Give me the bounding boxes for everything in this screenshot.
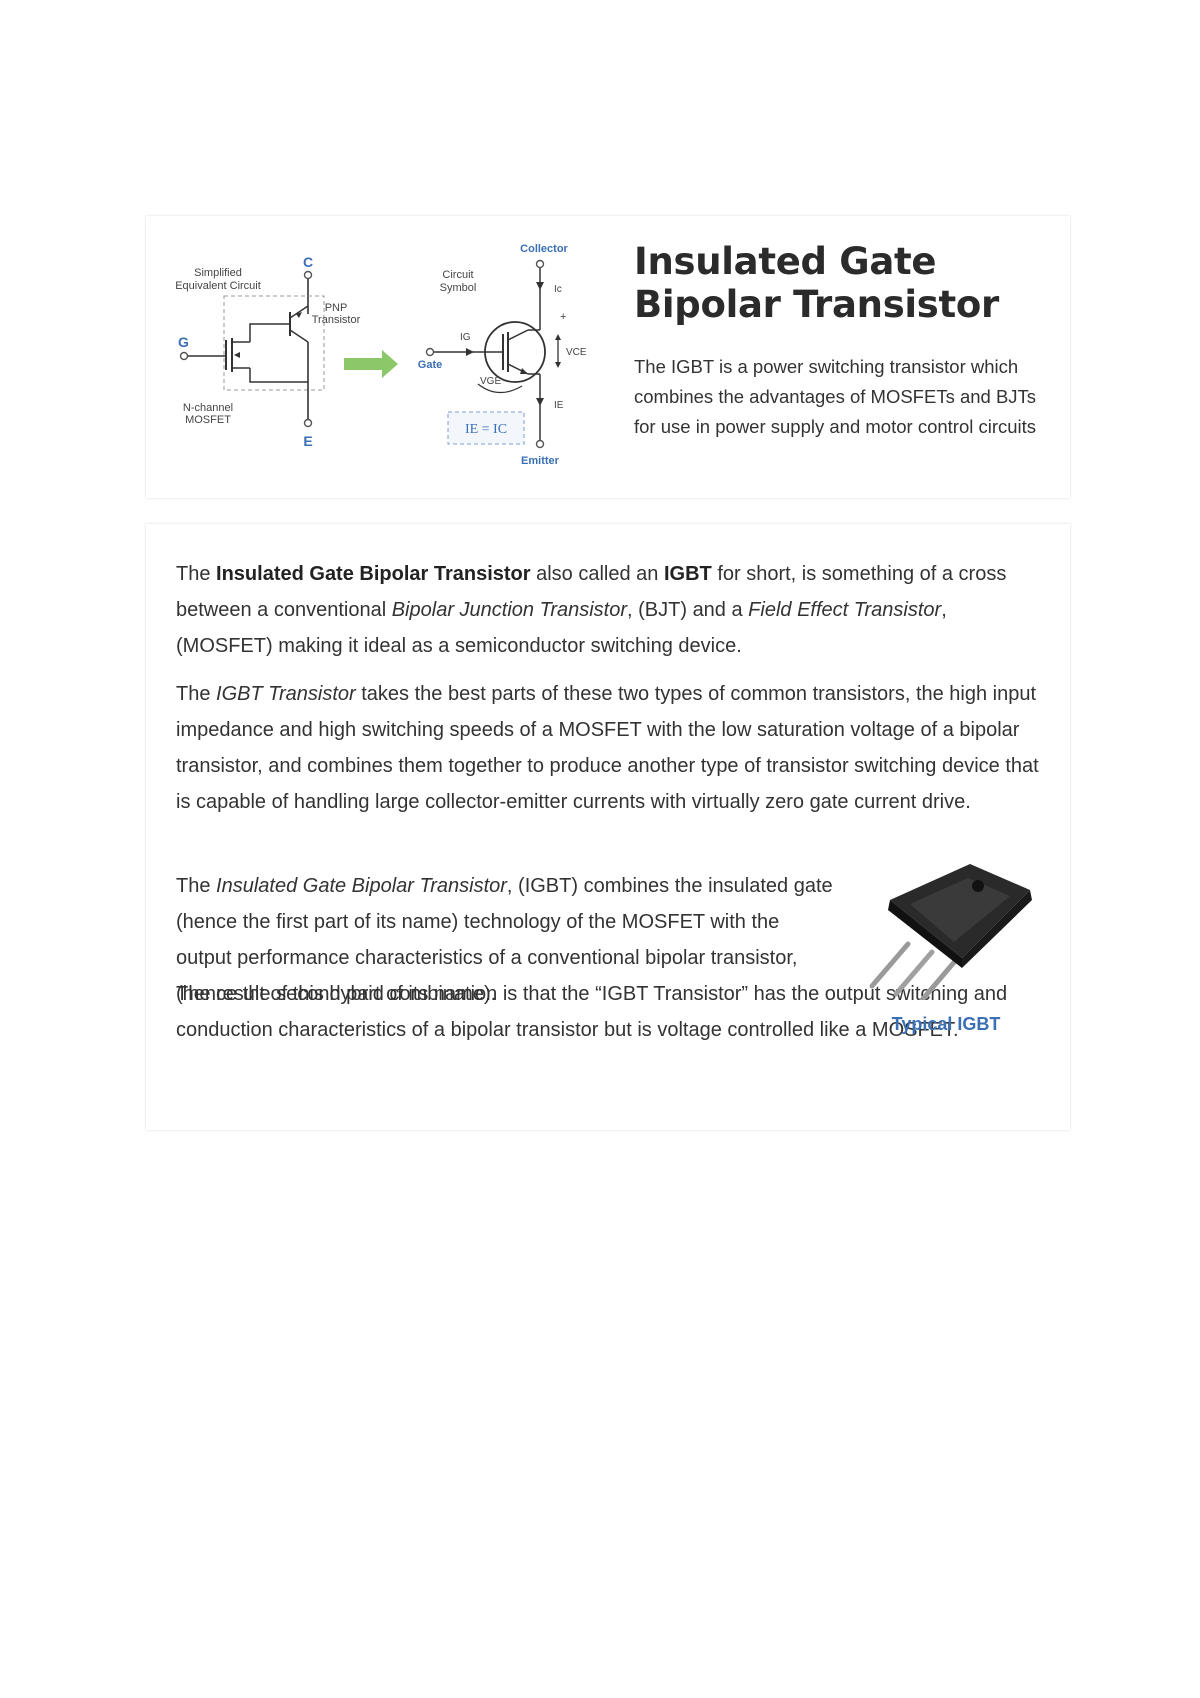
mosfet-label-2: MOSFET [185,414,231,426]
collector-label: Collector [520,243,568,255]
gate-label: Gate [418,359,442,371]
pnp-label-2: Transistor [312,314,361,326]
paragraph-result: The result of this hybrid combination is… [176,983,1008,1041]
equation-text: IE = IC [465,422,507,437]
hero-description: The IGBT is a power switching transistor… [634,356,1037,437]
igbt-figure: Typical IGBT [846,860,1046,1040]
ig-label: IG [460,332,471,343]
paragraph-name-origin: The Insulated Gate Bipolar Transistor, (… [176,875,833,1005]
e-terminal [303,418,313,428]
simplified-label-2: Equivalent Circuit [175,280,261,292]
simplified-label-1: Simplified [194,267,242,279]
igbt-package-image [869,864,1032,1000]
term-bjt: Bipolar Junction Transistor [391,599,628,621]
pnp-label-1: PNP [325,302,348,314]
ie-label: IE [554,400,564,411]
equivalent-circuit-box [223,295,325,391]
arrow-icon [344,350,398,378]
paragraph-best-parts: The IGBT Transistor takes the best parts… [176,683,1039,813]
c-terminal-label: C [303,254,313,270]
circuit-label-2: Symbol [440,282,477,294]
plus-label: + [560,311,566,323]
c-terminal [303,270,313,280]
ic-label: Ic [554,284,562,295]
term-igbt-transistor: IGBT Transistor [216,683,356,705]
e-terminal-label: E [303,433,312,449]
paragraph-intro: The Insulated Gate Bipolar Transistor al… [176,563,1007,657]
emitter-label: Emitter [521,455,560,467]
collector-terminal [535,259,545,269]
circuit-label-1: Circuit [442,269,473,281]
g-terminal [179,351,189,361]
term-igbt-full: Insulated Gate Bipolar Transistor [216,563,531,585]
emitter-terminal [535,439,545,449]
term-igbt-italic: Insulated Gate Bipolar Transistor [216,875,507,897]
mosfet-label-1: N-channel [183,402,233,414]
term-igbt: IGBT [663,563,712,585]
igbt-figure-caption: Typical IGBT [891,1014,1001,1034]
equation-box [447,411,525,445]
vce-label: VCE [566,347,587,358]
article-card: The Insulated Gate Bipolar Transistor al… [146,524,1070,1130]
gate-terminal [425,347,435,357]
vge-label: VGE [480,376,501,387]
igbt-circuit-diagram: Simplified Equivalent Circuit C PNP Tran… [175,243,587,467]
page-title: Insulated Gate Bipolar Transistor [634,240,999,326]
term-fet: Field Effect Transistor [748,599,942,621]
hero-card: Simplified Equivalent Circuit C PNP Tran… [146,216,1070,498]
g-terminal-label: G [178,334,189,350]
